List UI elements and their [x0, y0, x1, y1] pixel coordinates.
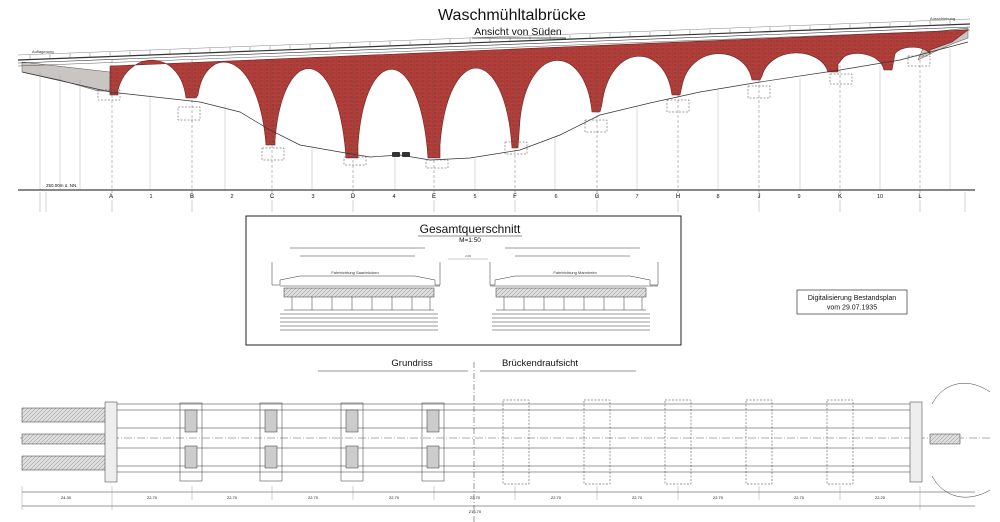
span-number: 10 — [877, 194, 883, 200]
pier-label: E — [432, 194, 436, 200]
ground-profile — [21, 41, 969, 161]
pier-label: A — [109, 194, 113, 200]
plan-view — [20, 383, 991, 510]
center-dimension: 2.00 — [465, 254, 471, 258]
plan-left-title: Grundriss — [391, 358, 432, 369]
span-dimension: 24.30 — [61, 495, 72, 500]
pier-label: C — [270, 194, 275, 200]
span-dimension: 22.70 — [389, 495, 400, 500]
span-number: 1 — [149, 194, 152, 200]
span-dimension: 22.70 — [551, 495, 562, 500]
span-dimension: 22.70 — [713, 495, 724, 500]
span-dimension: 22.70 — [227, 495, 238, 500]
total-dimension: 216.70 — [469, 509, 482, 514]
span-number: 3 — [311, 194, 314, 200]
note-line-1: Digitalisierung Bestandsplan — [808, 295, 896, 302]
note-box: Digitalisierung Bestandsplan vom 29.07.1… — [796, 289, 908, 315]
span-number: 4 — [392, 194, 395, 200]
span-dimension: 22.70 — [470, 495, 481, 500]
pier-label: D — [351, 194, 356, 200]
span-number: 7 — [635, 194, 638, 200]
span-dimension: 22.70 — [147, 495, 158, 500]
pier-label: K — [838, 194, 842, 200]
cross-section-panel: Gesamtquerschnitt M=1:50 Fahrtrichtung S… — [245, 215, 682, 346]
datum-label: 250.00m ü. NN. — [46, 183, 78, 188]
left-carriageway-section — [271, 247, 441, 331]
right-direction-label: Fahrtrichtung Mannheim — [553, 270, 597, 275]
cross-section-scale: M=1:50 — [459, 237, 481, 244]
pier-label: B — [190, 194, 194, 200]
span-number: 8 — [716, 194, 719, 200]
note-line-2: vom 29.07.1935 — [827, 305, 877, 312]
pier-label: G — [595, 194, 600, 200]
span-dimension: 22.70 — [308, 495, 319, 500]
drawing-title: Waschmühltalbrücke — [438, 7, 586, 24]
span-number: 2 — [230, 194, 233, 200]
elevation-view: 250.00m ü. NN. Auflagerung Ausschiebung … — [17, 16, 975, 212]
span-number: 9 — [797, 194, 800, 200]
annotation-left: Auflagerung — [32, 49, 54, 54]
span-dimension: 22.70 — [794, 495, 805, 500]
left-abutment — [21, 61, 111, 92]
span-dimension: 22.70 — [632, 495, 643, 500]
pier-label: H — [676, 194, 680, 200]
annotation-right: Ausschiebung — [930, 16, 955, 21]
plan-right-title: Brückendraufsicht — [502, 358, 578, 369]
pier-label: L — [918, 194, 922, 200]
span-number: 5 — [473, 194, 476, 200]
pier-label: F — [513, 194, 517, 200]
right-carriageway-section — [489, 247, 659, 331]
viaduct-masonry — [109, 29, 969, 159]
span-dimension: 22.20 — [875, 495, 886, 500]
elevation-subtitle: Ansicht von Süden — [474, 26, 562, 38]
left-direction-label: Fahrtrichtung Saarbrücken — [331, 270, 378, 275]
pier-label: J — [758, 194, 761, 200]
span-number: 6 — [554, 194, 557, 200]
cross-section-title: Gesamtquerschnitt — [420, 222, 521, 236]
